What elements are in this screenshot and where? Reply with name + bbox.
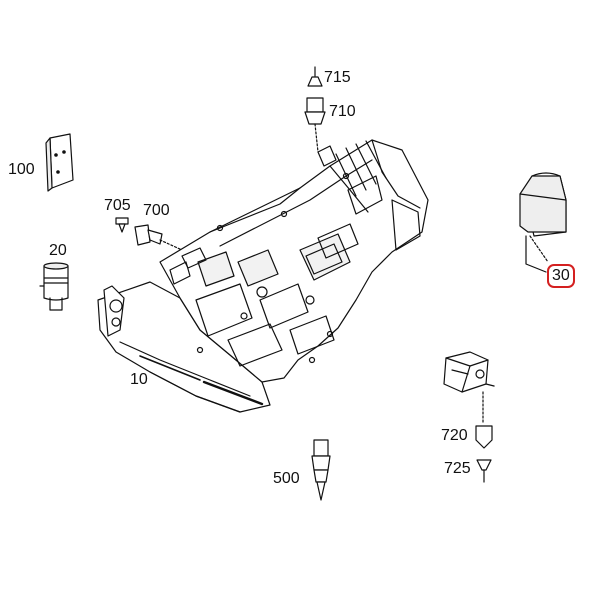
- label-700[interactable]: 700: [143, 202, 170, 219]
- part-710-icon: [304, 97, 326, 153]
- label-720[interactable]: 720: [441, 427, 468, 444]
- label-30-highlighted[interactable]: 30: [547, 264, 575, 288]
- part-715-icon: [307, 66, 323, 87]
- label-20[interactable]: 20: [49, 242, 67, 259]
- part-720-icon: [475, 425, 493, 449]
- label-500[interactable]: 500: [273, 470, 300, 487]
- label-725[interactable]: 725: [444, 460, 471, 477]
- part-705-icon: [115, 217, 129, 233]
- label-10[interactable]: 10: [130, 371, 148, 388]
- label-715[interactable]: 715: [324, 69, 351, 86]
- part-20-icon: [39, 262, 69, 311]
- label-710[interactable]: 710: [329, 103, 356, 120]
- part-700-icon: [134, 224, 183, 251]
- part-100-icon: [45, 133, 74, 192]
- part-500-icon: [311, 439, 331, 501]
- part-30-icon: [519, 172, 567, 273]
- label-100[interactable]: 100: [8, 161, 35, 178]
- part-10-housing-icon: [97, 139, 429, 413]
- part-720-actuator-icon: [443, 351, 495, 425]
- part-725-icon: [476, 459, 492, 483]
- label-705[interactable]: 705: [104, 197, 131, 214]
